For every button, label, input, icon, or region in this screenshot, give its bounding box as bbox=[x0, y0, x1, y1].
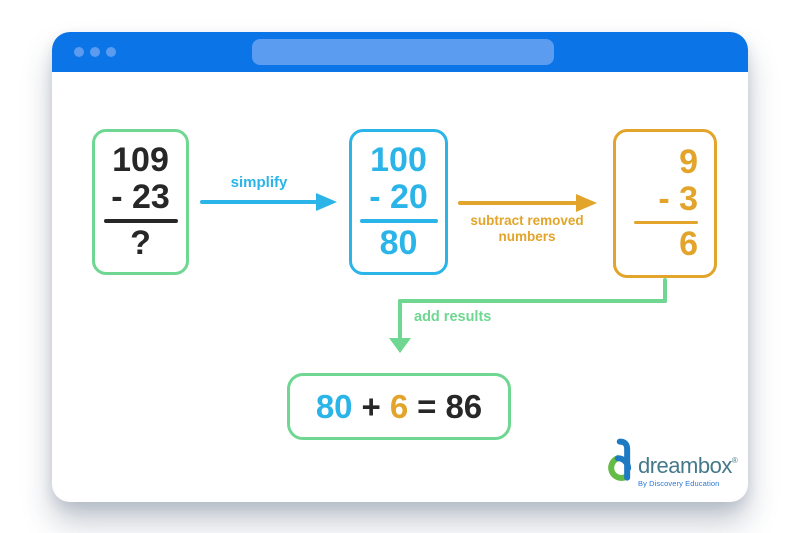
browser-window: 109 - 23 ? simplify 100 - 20 80 subtract… bbox=[52, 32, 748, 502]
subtract-arrow-head-icon bbox=[576, 194, 597, 212]
subtract-arrow-line bbox=[458, 201, 577, 205]
removed-minuend: 9 bbox=[679, 142, 698, 181]
add-results-arrow-head-icon bbox=[389, 338, 411, 353]
subtract-removed-label: subtract removed numbers bbox=[437, 213, 617, 245]
final-sum: 86 bbox=[445, 387, 483, 425]
original-subtrahend: - 23 bbox=[111, 178, 170, 217]
window-dot bbox=[90, 47, 100, 57]
dreambox-wordmark: dreambox® bbox=[638, 453, 738, 478]
equals-sign: = bbox=[417, 387, 437, 425]
subtract-removed-label-line2: numbers bbox=[498, 229, 556, 244]
simplified-minuend: 100 bbox=[370, 141, 427, 180]
subtract-removed-label-line1: subtract removed bbox=[470, 213, 584, 228]
final-equation-box: 80 + 6 = 86 bbox=[287, 373, 511, 440]
equation-line bbox=[103, 219, 178, 223]
window-dot bbox=[106, 47, 116, 57]
original-minuend: 109 bbox=[112, 141, 169, 180]
address-bar bbox=[252, 39, 554, 65]
simplify-arrow-head-icon bbox=[316, 193, 337, 211]
simplify-label: simplify bbox=[230, 174, 288, 191]
original-problem-box: 109 - 23 ? bbox=[92, 129, 189, 275]
final-addend2: 6 bbox=[389, 387, 409, 425]
dreambox-logo-icon bbox=[608, 438, 632, 481]
add-results-label: add results bbox=[414, 309, 492, 325]
simplified-problem-box: 100 - 20 80 bbox=[349, 129, 448, 275]
simplified-result: 80 bbox=[379, 223, 418, 262]
removed-subtrahend: - 3 bbox=[658, 179, 698, 218]
dreambox-logo-text: dreambox® By Discovery Education bbox=[638, 437, 738, 489]
add-results-connector-segment bbox=[398, 299, 667, 303]
window-dot bbox=[74, 47, 84, 57]
window-controls bbox=[74, 47, 116, 57]
simplified-subtrahend: - 20 bbox=[369, 178, 428, 217]
dreambox-tagline: By Discovery Education bbox=[638, 479, 720, 488]
plus-sign: + bbox=[361, 387, 381, 425]
original-result: ? bbox=[130, 223, 151, 262]
browser-titlebar bbox=[52, 32, 748, 72]
equation-line bbox=[359, 219, 438, 223]
add-results-connector-segment bbox=[663, 278, 667, 303]
registered-mark: ® bbox=[731, 456, 738, 465]
add-results-connector-segment bbox=[398, 299, 402, 339]
removed-result: 6 bbox=[679, 225, 698, 264]
removed-numbers-box: 9 - 3 6 bbox=[613, 129, 717, 278]
simplify-arrow-line bbox=[200, 200, 317, 204]
dreambox-logo: dreambox® By Discovery Education bbox=[598, 437, 738, 488]
equation-line bbox=[634, 220, 698, 225]
final-addend1: 80 bbox=[315, 387, 353, 425]
